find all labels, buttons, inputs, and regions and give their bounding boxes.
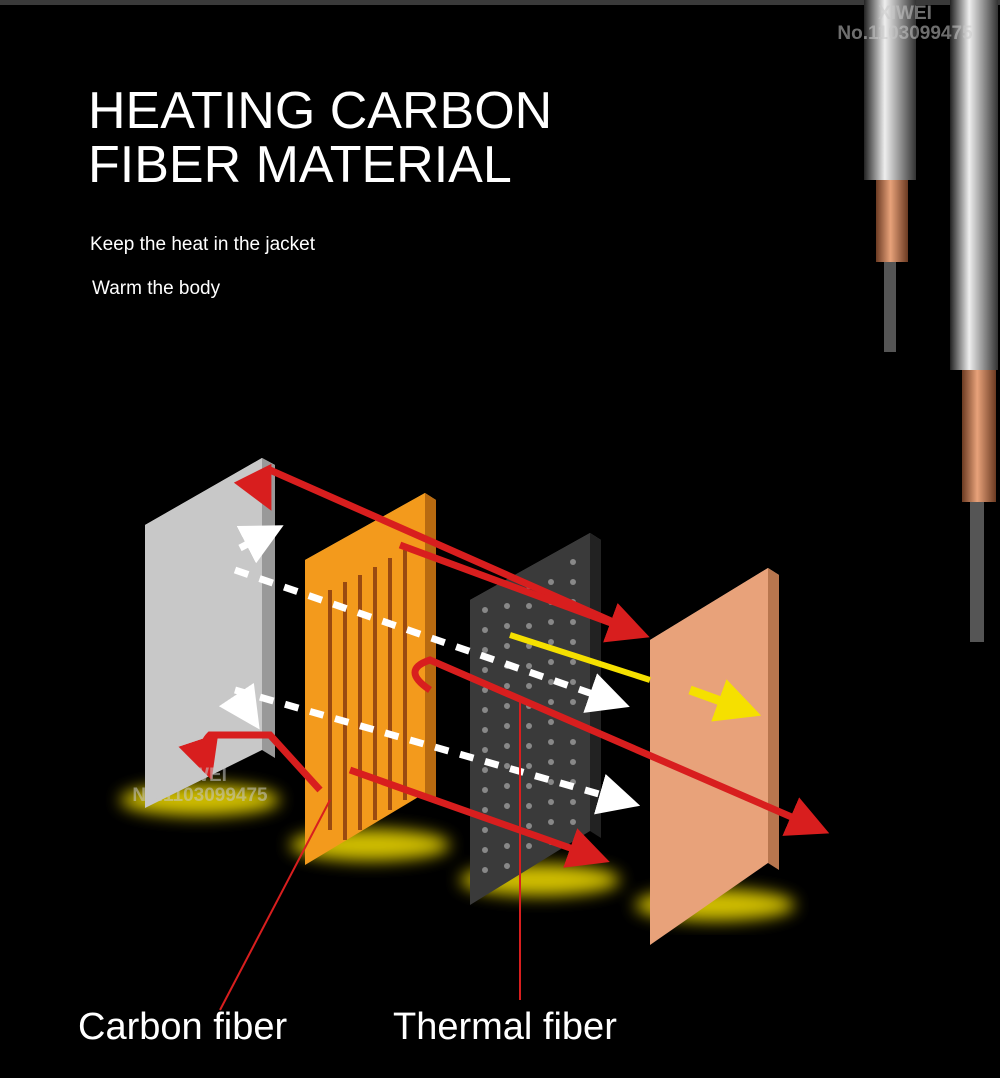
thermal-fiber-panel (470, 533, 601, 905)
panel-dot (548, 579, 554, 585)
panel-dot (570, 679, 576, 685)
panel-dot (570, 799, 576, 805)
panel-dot (548, 679, 554, 685)
panel-dot (482, 827, 488, 833)
panel-dot (504, 643, 510, 649)
watermark-top: XIWEI No.1103099475 (820, 4, 990, 44)
panel-dot (482, 847, 488, 853)
panel-dot (504, 723, 510, 729)
panel-dot (548, 739, 554, 745)
panel-dot (570, 759, 576, 765)
panel-dot (526, 823, 532, 829)
panel-dot (526, 763, 532, 769)
panel-dot (526, 723, 532, 729)
panel-dot (526, 803, 532, 809)
body-layer-panel (650, 568, 779, 945)
panel-dot (526, 663, 532, 669)
panel-dot (548, 759, 554, 765)
panel-dot (526, 783, 532, 789)
carbon-fiber-panel (305, 493, 436, 865)
panel-dot (504, 703, 510, 709)
panel-dot (504, 863, 510, 869)
carbon-fiber-label: Carbon fiber (78, 1006, 288, 1048)
title-line-1: HEATING CARBON (88, 82, 553, 140)
panel-dot (482, 787, 488, 793)
watermark-brand: XIWEI (173, 765, 227, 786)
panel-dot (526, 603, 532, 609)
panel-dot (504, 783, 510, 789)
panel-dot (504, 743, 510, 749)
panel-dot (570, 579, 576, 585)
panel-dot (482, 687, 488, 693)
yellow-ray (509, 632, 651, 683)
subtitle-2: Warm the body (92, 278, 221, 299)
watermark-number: No.1103099475 (132, 785, 268, 806)
panel-dot (482, 627, 488, 633)
panel-dot (482, 807, 488, 813)
panel-dot (548, 819, 554, 825)
panel-dot (548, 699, 554, 705)
panel-dot (570, 619, 576, 625)
panel-dot (482, 607, 488, 613)
panel-dot (548, 779, 554, 785)
panel-dot (504, 763, 510, 769)
panel-dot (570, 559, 576, 565)
reflect-arrows (218, 525, 641, 815)
panel-dot (570, 819, 576, 825)
cable-graphic (864, 0, 998, 642)
panel-dot (526, 843, 532, 849)
watermark-number: No.1103099475 (837, 23, 973, 44)
panel-dot (504, 803, 510, 809)
panel-dot (548, 799, 554, 805)
panel-dot (504, 683, 510, 689)
title-line-2: FIBER MATERIAL (88, 136, 512, 194)
panel-dot (482, 647, 488, 653)
panel-dot (482, 707, 488, 713)
panel-dot (526, 623, 532, 629)
panel-dot (526, 683, 532, 689)
panel-dot (482, 867, 488, 873)
page-title: HEATING CARBON FIBER MATERIAL (88, 84, 552, 192)
panel-dot (482, 667, 488, 673)
watermark-brand: XIWEI (878, 3, 932, 24)
panel-dot (548, 719, 554, 725)
panel-dot (570, 739, 576, 745)
carbon-pointer-line (219, 799, 331, 1011)
panel-dot (548, 659, 554, 665)
panel-dot (570, 659, 576, 665)
yellow-arrow (688, 679, 762, 722)
top-border (0, 0, 1000, 5)
panel-dot (526, 743, 532, 749)
panel-dot (548, 619, 554, 625)
outer-layer-panel (145, 458, 275, 808)
thermal-fiber-label: Thermal fiber (393, 1006, 617, 1048)
panel-dot (504, 843, 510, 849)
panel-dot (548, 639, 554, 645)
panel-dot (570, 639, 576, 645)
heat-arrows (178, 463, 830, 868)
panel-dot (482, 747, 488, 753)
panel-dot (482, 767, 488, 773)
watermark-center: XIWEI No.1103099475 (115, 766, 285, 806)
panel-dot (504, 623, 510, 629)
panel-dot (504, 603, 510, 609)
panel-dot (570, 699, 576, 705)
panel-dot (482, 727, 488, 733)
subtitle-1: Keep the heat in the jacket (90, 234, 315, 255)
